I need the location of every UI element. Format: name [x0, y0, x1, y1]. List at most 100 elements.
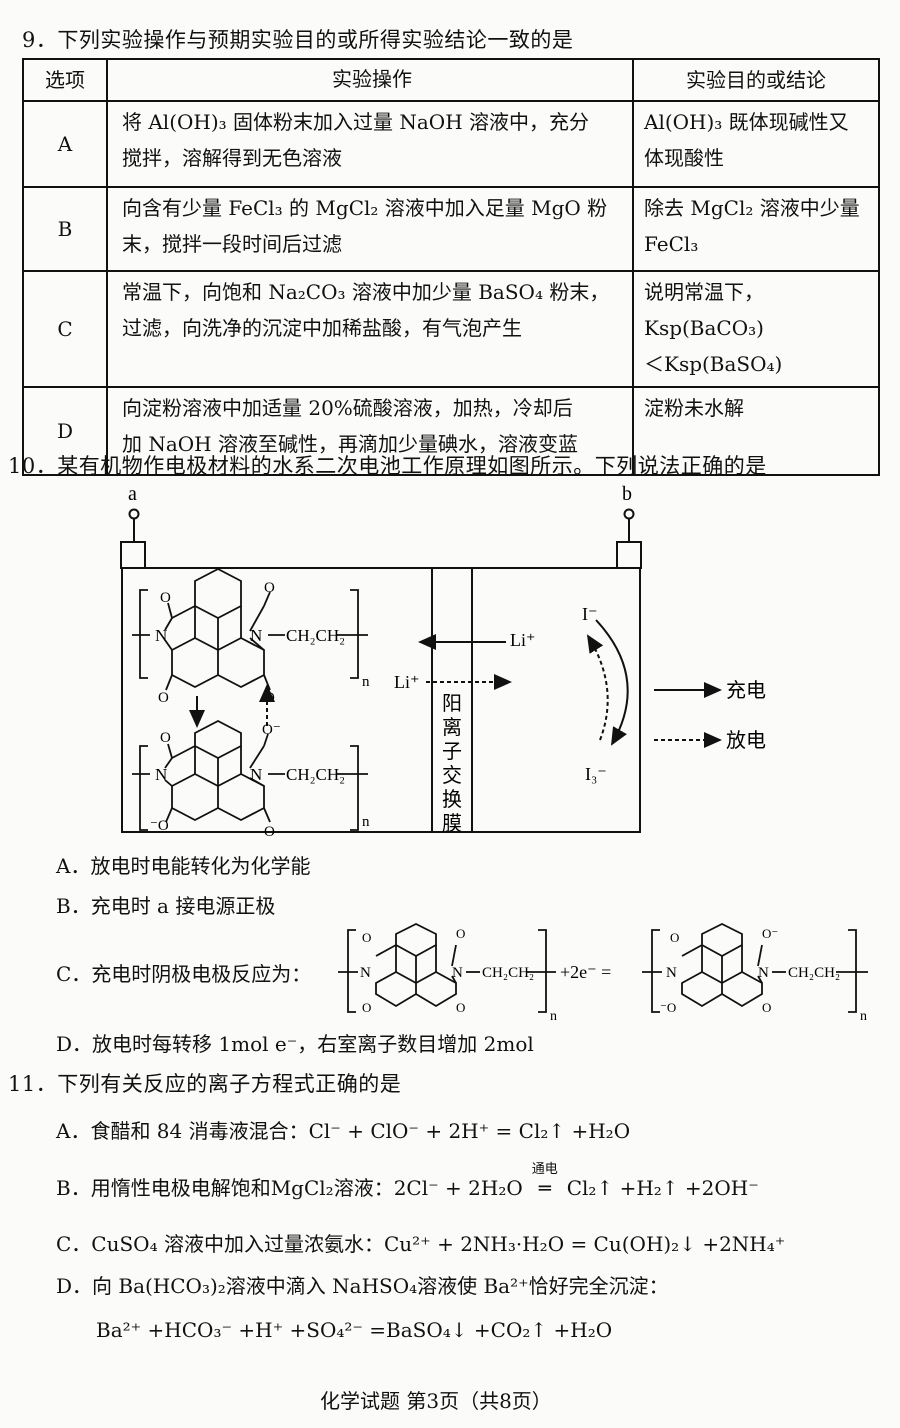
header-operation: 实验操作 [106, 58, 634, 102]
c-right-n2: N [758, 965, 769, 981]
result-line: 淀粉未水解 [644, 396, 744, 420]
q11-title: 11．下列有关反应的离子方程式正确的是 [8, 1072, 402, 1096]
membrane-label: 阳 离 子 交 换 膜 [442, 692, 462, 835]
q11-option-d-line1: D．向 Ba(HCO₃)₂溶液中滴入 NaHSO₄溶液使 Ba²⁺恰好完全沉淀： [56, 1274, 669, 1298]
c-left-n-sub: n [550, 1009, 557, 1024]
upper-n-left: N [155, 626, 167, 645]
header-result: 实验目的或结论 [632, 58, 880, 102]
row-operation: 向含有少量 FeCl₃ 的 MgCl₂ 溶液中加入足量 MgO 粉末，搅拌一段时… [106, 186, 634, 272]
electrode-b [616, 541, 642, 569]
q10-title: 10．某有机物作电极材料的水系二次电池工作原理如图所示。下列说法正确的是 [8, 454, 767, 478]
operation-line: 末，搅拌一段时间后过滤 [122, 232, 342, 256]
c-right-n-sub: n [860, 1009, 867, 1024]
lower-n-left: N [155, 765, 167, 784]
q11-option-a: A．食醋和 84 消毒液混合：Cl⁻ + ClO⁻ + 2H⁺ = Cl₂↑ +… [56, 1119, 631, 1143]
c-right-n1: N [666, 965, 677, 981]
table-row: B 向含有少量 FeCl₃ 的 MgCl₂ 溶液中加入足量 MgO 粉末，搅拌一… [22, 186, 880, 272]
cation-exchange-membrane [431, 567, 473, 833]
lower-o-minus: O⁻ [262, 722, 281, 738]
membrane-char: 离 [442, 716, 462, 739]
membrane-char: 子 [442, 741, 462, 763]
c-left-n2: N [452, 965, 463, 981]
row-operation: 向淀粉溶液中加适量 20%硫酸溶液，加热，冷却后加 NaOH 溶液至碱性，再滴加… [106, 386, 634, 476]
lower-o1: O [160, 730, 171, 746]
lower-chain: CH₂CH₂ [286, 765, 345, 784]
upper-o2: O [264, 580, 275, 596]
upper-n-right: N [250, 626, 262, 645]
result-line: 体现酸性 [644, 146, 724, 170]
result-line: Al(OH)₃ 既体现碱性又 [644, 110, 849, 134]
terminal-b-label: b [622, 483, 632, 505]
row-option: B [22, 186, 108, 272]
row-option: D [22, 386, 108, 476]
legend-discharge-label: 放电 [726, 729, 766, 752]
lower-n-subscript: n [362, 814, 370, 830]
c-left-n1: N [360, 965, 371, 981]
membrane-char: 阳 [442, 692, 462, 715]
q10-option-d: D．放电时每转移 1mol e⁻，右室离子数目增加 2mol [56, 1032, 534, 1056]
terminal-b-icon [623, 508, 635, 520]
table-row: C 常温下，向饱和 Na₂CO₃ 溶液中加少量 BaSO₄ 粉末，过滤，向洗净的… [22, 270, 880, 388]
c-right-o1: O [670, 930, 679, 945]
c-left-o2: O [456, 926, 465, 941]
iodide-label: I⁻ [582, 604, 598, 624]
c-left-chain: CH₂CH₂ [482, 965, 534, 981]
q10-option-c-prefix: C．充电时阴极电极反应为： [56, 962, 312, 986]
charge-curve-arrow [595, 619, 629, 746]
page-footer: 化学试题 第3页（共8页） [320, 1389, 552, 1413]
row-result: Al(OH)₃ 既体现碱性又体现酸性 [632, 100, 880, 188]
operation-line: 将 Al(OH)₃ 固体粉末加入过量 NaOH 溶液中，充分 [122, 110, 589, 134]
q11-option-d-line2: Ba²⁺ +HCO₃⁻ +H⁺ +SO₄²⁻ =BaSO₄↓ +CO₂↑ +H₂… [96, 1318, 613, 1342]
membrane-char: 膜 [442, 812, 462, 835]
result-line: ＜Ksp(BaSO₄) [644, 352, 783, 376]
c-right-minus-o: ⁻O [660, 1000, 676, 1015]
operation-line: 常温下，向饱和 Na₂CO₃ 溶液中加少量 BaSO₄ 粉末， [122, 280, 610, 304]
operation-line: 向淀粉溶液中加适量 20%硫酸溶液，加热，冷却后 [122, 396, 573, 420]
polymer-reduced-structure [132, 719, 368, 831]
q11-option-c: C．CuSO₄ 溶液中加入过量浓氨水：Cu²⁺ + 2NH₃·H₂O = Cu(… [56, 1232, 786, 1256]
c-right-o-minus: O⁻ [762, 926, 778, 941]
battery-diagram: a b 阳 离 子 交 换 膜 N N CH₂CH₂ n O O O O [120, 483, 766, 840]
upper-chain: CH₂CH₂ [286, 626, 345, 645]
membrane-char: 交 [442, 764, 462, 787]
q11-b-prefix: B．用惰性电极电解饱和MgCl₂溶液：2Cl⁻ + 2H₂O [56, 1176, 523, 1200]
membrane-char: 换 [442, 788, 462, 811]
result-line: 说明常温下，Ksp(BaCO₃) [644, 280, 764, 340]
c-plus-electrons: +2e⁻ = [560, 962, 611, 982]
discharge-curve-arrow [586, 634, 609, 741]
c-left-o3: O [362, 1000, 371, 1015]
table-row: D 向淀粉溶液中加适量 20%硫酸溶液，加热，冷却后加 NaOH 溶液至碱性，再… [22, 386, 880, 476]
q10-option-c-equation: N N CH₂CH₂ n O O O O +2e⁻ = N N CH₂CH₂ n… [338, 922, 868, 1024]
upper-o4: O [264, 690, 275, 706]
row-result: 淀粉未水解 [632, 386, 880, 476]
c-left-o1: O [362, 930, 371, 945]
result-line: FeCl₃ [644, 232, 699, 256]
battery-cell [121, 567, 641, 833]
result-line: 除去 MgCl₂ 溶液中少量 [644, 196, 860, 220]
q10-option-b: B．充电时 a 接电源正极 [56, 894, 276, 918]
row-result: 说明常温下，Ksp(BaCO₃) ＜Ksp(BaSO₄) [632, 270, 880, 388]
header-option: 选项 [22, 58, 108, 102]
triiodide-label: I₃⁻ [585, 764, 607, 784]
electrolysis-sign: 通电═ [523, 1162, 567, 1200]
terminal-a-label: a [128, 483, 137, 505]
c-right-o4: O [762, 1000, 771, 1015]
operation-line: 加 NaOH 溶液至碱性，再滴加少量碘水，溶液变蓝 [122, 432, 578, 456]
table-header-row: 选项 实验操作 实验目的或结论 [22, 58, 880, 102]
upper-o1: O [160, 590, 171, 606]
row-operation: 常温下，向饱和 Na₂CO₃ 溶液中加少量 BaSO₄ 粉末， 过滤，向洗净的沉淀… [106, 270, 634, 388]
upper-o3: O [158, 690, 169, 706]
c-left-o4: O [456, 1000, 465, 1015]
lower-minus-o: ⁻O [150, 818, 169, 834]
operation-line: 过滤，向洗净的沉淀中加稀盐酸，有气泡产生 [122, 316, 522, 340]
q11-b-suffix: Cl₂↑ +H₂↑ +2OH⁻ [566, 1176, 759, 1200]
c-right-chain: CH₂CH₂ [788, 965, 840, 981]
operation-line: 向含有少量 FeCl₃ 的 MgCl₂ 溶液中加入足量 MgO 粉 [122, 196, 608, 220]
table-row: A 将 Al(OH)₃ 固体粉末加入过量 NaOH 溶液中，充分搅拌，溶解得到无… [22, 100, 880, 188]
q9-title: 9．下列实验操作与预期实验目的或所得实验结论一致的是 [22, 28, 574, 52]
upper-n-subscript: n [362, 674, 370, 690]
electrolysis-condition: 通电 [531, 1162, 558, 1177]
legend-charge-label: 充电 [726, 679, 766, 702]
li-right-label: Li⁺ [510, 630, 536, 650]
